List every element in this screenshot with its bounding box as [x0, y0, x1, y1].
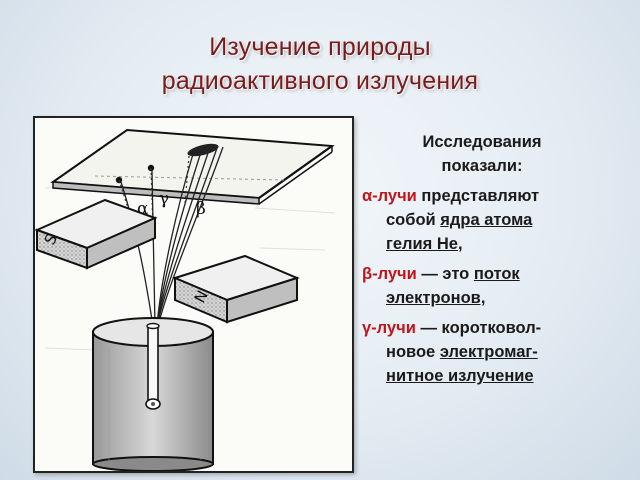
beta-label: β	[196, 199, 206, 219]
gamma-rest-3: нитное излучение	[386, 367, 534, 385]
gamma-dash: —	[420, 319, 437, 337]
title-line-1: Изучение природы	[209, 33, 431, 61]
beta-rest-b: поток	[473, 265, 520, 283]
magnet-s: S	[35, 198, 158, 270]
beta-ray-5	[157, 146, 224, 327]
beta-ray-2	[156, 151, 202, 327]
magnet-n: N	[172, 254, 300, 324]
slide-title: Изучение природы радиоактивного излучени…	[0, 30, 640, 98]
explanation-panel: Исследования показали: α-лучи представля…	[362, 130, 602, 394]
alpha-rest-2b: ядра атома	[440, 211, 533, 229]
gamma-paragraph: γ-лучи — коротковол- новое электромаг- н…	[362, 316, 602, 388]
diagram-svg: α γ β S N	[35, 128, 336, 471]
gamma-term: γ-лучи	[362, 319, 416, 337]
intro-heading: Исследования показали:	[362, 130, 602, 178]
gamma-ray	[151, 170, 156, 327]
experiment-diagram: α γ β S N	[33, 116, 354, 473]
title-line-2: радиоактивного излучения	[161, 67, 479, 95]
beta-spot	[187, 143, 219, 157]
gamma-rest-1: коротковол-	[441, 319, 542, 337]
beta-rest-a: это	[442, 265, 470, 283]
alpha-rest-2a: собой	[386, 211, 436, 229]
beta-ray-4	[156, 147, 218, 327]
beta-ray-3	[156, 149, 210, 327]
intro-line-1: Исследования	[422, 133, 542, 151]
alpha-rest-3: гелия Не,	[386, 235, 463, 253]
alpha-rest-1: представляют	[421, 187, 540, 205]
beta-rest-2: электронов,	[386, 289, 486, 307]
beta-dash: —	[421, 265, 438, 283]
ray-beams	[120, 146, 224, 327]
lead-cylinder	[92, 317, 214, 471]
gamma-rest-2a: новое	[386, 343, 436, 361]
gamma-rest-2b: электромаг-	[439, 343, 538, 361]
alpha-paragraph: α-лучи представляют собой ядра атома гел…	[362, 184, 602, 256]
gamma-label: γ	[159, 189, 169, 209]
cylinder-channel	[147, 325, 159, 407]
beta-ray-1	[156, 153, 194, 327]
beta-term: β-лучи	[362, 265, 417, 283]
alpha-term: α-лучи	[362, 187, 417, 205]
photographic-plate	[50, 128, 335, 205]
beta-paragraph: β-лучи — это поток электронов,	[362, 262, 602, 310]
alpha-ray	[120, 181, 154, 327]
intro-line-2: показали:	[441, 157, 523, 175]
